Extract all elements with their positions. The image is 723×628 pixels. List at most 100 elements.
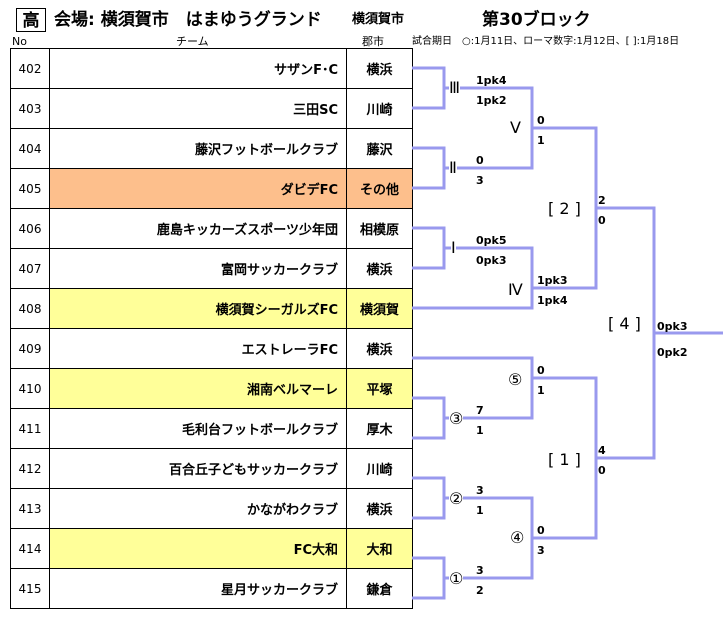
score-c3-bottom: 1 [476, 424, 484, 437]
score-m2-bottom: 3 [476, 174, 484, 187]
score-m1-top: 0pk5 [476, 234, 507, 247]
team-name: 星月サッカークラブ [49, 568, 347, 609]
score-c4-top: 0 [537, 524, 545, 537]
team-city: 鎌倉 [346, 568, 413, 609]
team-number: 415 [10, 568, 50, 609]
score-b1-top: 4 [598, 444, 606, 457]
team-name: 横須賀シーガルズFC [49, 288, 347, 329]
team-name: 湘南ベルマーレ [49, 368, 347, 409]
score-b4-top: 0pk3 [657, 320, 688, 333]
team-name: 富岡サッカークラブ [49, 248, 347, 289]
match-label-c5: ⑤ [508, 370, 523, 390]
match-label-m3: Ⅲ [449, 78, 461, 98]
bracket-line-m4r [412, 246, 534, 310]
score-c4-bottom: 3 [537, 544, 545, 557]
score-b2-bottom: 0 [598, 214, 606, 227]
team-number: 410 [10, 368, 50, 409]
match-label-b4: [ 4 ] [608, 314, 641, 334]
match-label-m5r: Ⅴ [510, 118, 521, 138]
match-label-b2: [ 2 ] [548, 199, 581, 219]
match-label-c1: ① [449, 569, 464, 589]
column-header-city: 郡市 [362, 35, 384, 48]
score-m2-top: 0 [476, 154, 484, 167]
score-m4r-top: 1pk3 [537, 274, 568, 287]
match-label-m2: Ⅱ [449, 158, 457, 178]
team-city: 平塚 [346, 368, 413, 409]
score-c3-top: 7 [476, 404, 484, 417]
score-c1-top: 3 [476, 564, 484, 577]
team-name: 毛利台フットボールクラブ [49, 408, 347, 449]
team-number: 403 [10, 88, 50, 129]
team-city: 横須賀 [346, 288, 413, 329]
category-badge: 高 [16, 8, 46, 32]
block-title: 第30ブロック [482, 10, 591, 30]
score-c2-top: 3 [476, 484, 484, 497]
score-m3-top: 1pk4 [476, 74, 507, 87]
score-m5r-bottom: 1 [537, 134, 545, 147]
score-c1-bottom: 2 [476, 584, 484, 597]
team-number: 412 [10, 448, 50, 489]
team-name: かながわクラブ [49, 488, 347, 529]
score-b1-bottom: 0 [598, 464, 606, 477]
match-label-b1: [ 1 ] [548, 450, 581, 470]
team-city: 大和 [346, 528, 413, 569]
match-label-c2: ② [449, 489, 464, 509]
score-c2-bottom: 1 [476, 504, 484, 517]
column-header-no: No [12, 35, 27, 48]
team-city: 川崎 [346, 88, 413, 129]
team-number: 408 [10, 288, 50, 329]
team-name: FC大和 [49, 528, 347, 569]
team-city: 横浜 [346, 248, 413, 289]
score-m4r-bottom: 1pk4 [537, 294, 568, 307]
bracket-line-c1 [412, 556, 446, 600]
match-label-m1: Ⅰ [451, 238, 456, 258]
team-city: 藤沢 [346, 128, 413, 169]
score-c5-top: 0 [537, 364, 545, 377]
team-city: 横浜 [346, 328, 413, 369]
team-number: 404 [10, 128, 50, 169]
bracket-line-m3 [412, 66, 446, 110]
bracket-line-c2 [412, 476, 446, 520]
bracket-line-m2 [412, 146, 446, 190]
match-date-note: 試合期日 ○:1月11日、ローマ数字:1月12日、[ ]:1月18日 [412, 36, 680, 47]
team-city: 相模原 [346, 208, 413, 249]
team-city: 川崎 [346, 448, 413, 489]
bracket-line-m1 [412, 226, 446, 270]
team-number: 409 [10, 328, 50, 369]
bracket-line-c3 [412, 396, 446, 440]
venue-city: 横須賀市 [352, 12, 405, 27]
team-name: ダビデFC [49, 168, 347, 209]
match-label-m4r: Ⅳ [508, 280, 523, 300]
score-c5-bottom: 1 [537, 384, 545, 397]
score-m1-bottom: 0pk3 [476, 254, 507, 267]
score-m3-bottom: 1pk2 [476, 94, 507, 107]
team-city: 厚木 [346, 408, 413, 449]
column-header-team: チーム [176, 35, 209, 48]
match-label-c3: ③ [449, 409, 464, 429]
venue-title: 会場: 横須賀市 はまゆうグランド [54, 10, 322, 30]
match-label-c4: ④ [510, 528, 525, 548]
team-number: 411 [10, 408, 50, 449]
team-number: 407 [10, 248, 50, 289]
team-city: その他 [346, 168, 413, 209]
score-m5r-top: 0 [537, 114, 545, 127]
score-b2-top: 2 [598, 194, 606, 207]
team-number: 413 [10, 488, 50, 529]
score-b4-bottom: 0pk2 [657, 346, 688, 359]
team-name: 百合丘子どもサッカークラブ [49, 448, 347, 489]
